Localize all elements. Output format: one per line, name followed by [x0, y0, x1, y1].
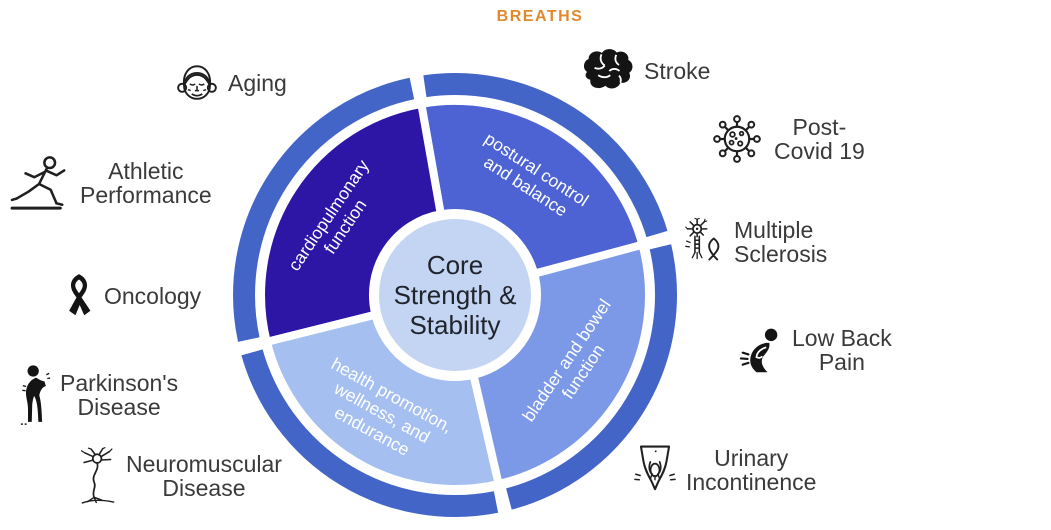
condition-label: Aging — [228, 69, 287, 96]
condition-oncology: Oncology — [62, 272, 201, 320]
condition-aging: Aging — [174, 60, 287, 106]
elderly-woman-icon — [174, 60, 220, 106]
neuron-icon — [78, 446, 118, 506]
condition-athletic-performance: Athletic Performance — [10, 154, 212, 212]
segment-health-promotion — [262, 310, 503, 493]
condition-label: Post- Covid 19 — [774, 113, 865, 164]
center-line: Core — [426, 249, 484, 280]
runner-icon — [10, 154, 72, 212]
center-line: Strength & — [393, 279, 517, 310]
stooped-person-icon — [20, 362, 52, 428]
page-title: BREATHS — [496, 8, 584, 25]
outer-ring-arc — [233, 77, 415, 342]
condition-label: Parkinson's Disease — [60, 369, 179, 420]
center-circle — [379, 219, 531, 371]
condition-multiple-sclerosis: Multiple Sclerosis — [684, 217, 827, 267]
condition-urinary-incontinence: Urinary Incontinence — [632, 443, 816, 497]
condition-label: Low Back Pain — [792, 325, 892, 376]
condition-low-back-pain: Low Back Pain — [736, 326, 892, 375]
outer-ring-arc — [423, 73, 668, 238]
segment-postural-control — [417, 96, 647, 278]
outer-ring — [233, 73, 677, 517]
brain-icon — [578, 47, 636, 95]
condition-parkinsons-disease: Parkinson's Disease — [20, 362, 178, 428]
condition-label: Neuromuscular Disease — [126, 450, 282, 501]
condition-neuromuscular-disease: Neuromuscular Disease — [78, 446, 282, 506]
center-line: Stability — [409, 310, 501, 341]
segment-ring — [257, 96, 653, 493]
condition-label: Multiple Sclerosis — [734, 216, 828, 267]
condition-label: Stroke — [644, 57, 711, 84]
outer-ring-arc — [506, 244, 677, 510]
condition-post-covid-19: Post- Covid 19 — [708, 110, 865, 168]
back-pain-icon — [736, 326, 784, 374]
condition-label: Urinary Incontinence — [686, 444, 817, 495]
condition-label: Oncology — [104, 282, 202, 309]
condition-label: Athletic Performance — [80, 157, 212, 208]
outer-ring-arc — [241, 349, 499, 517]
virus-icon — [708, 110, 766, 168]
pelvis-hands-icon — [632, 443, 678, 497]
center-label: Core Strength & Stability — [370, 250, 540, 340]
segment-cardiopulmonary — [257, 99, 445, 346]
condition-stroke: Stroke — [578, 47, 710, 95]
neuron-ribbon-icon — [684, 217, 726, 267]
awareness-ribbon-icon — [62, 272, 96, 320]
segment-bladder-bowel — [469, 240, 653, 488]
